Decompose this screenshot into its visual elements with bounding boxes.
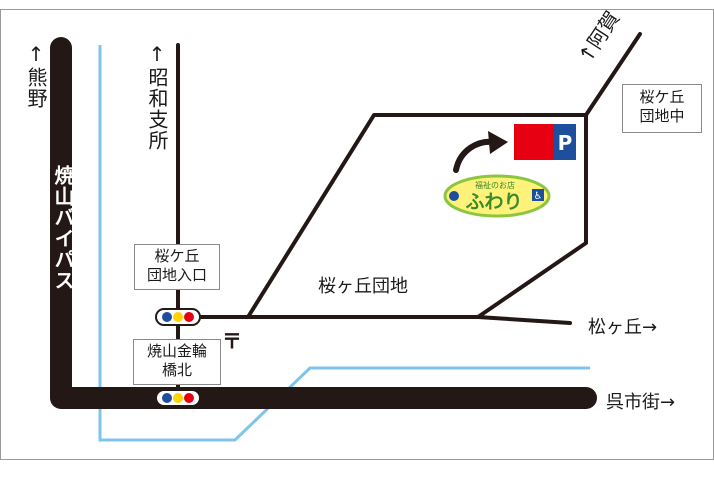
shop-building (514, 124, 554, 160)
road-label-kure-city: 呉市街→ (606, 392, 676, 413)
place-box-sakuragaoka-entrance: 桜ケ丘 団地入口 (134, 244, 220, 290)
shop-badge (443, 174, 551, 218)
curved-arrow-head-icon (488, 131, 508, 154)
place-box-sakuragaoka-center: 桜ケ丘 団地中 (622, 84, 702, 133)
road-label-matsugaoka: 松ヶ丘→ (588, 317, 658, 338)
river (98, 45, 590, 442)
matsugaoka-road (476, 315, 572, 325)
map-frame (0, 9, 714, 460)
signal-lower (155, 389, 201, 407)
road-label-kumano: ↑熊野 (24, 42, 48, 109)
post-office-icon: 〒 (222, 329, 242, 353)
road-label-showa-branch: ↑昭和支所 (145, 42, 169, 151)
major-roads (50, 37, 597, 409)
signal-upper (155, 308, 201, 326)
svg-text:♿: ♿ (534, 191, 543, 202)
place-box-yakeyama-kanawa: 焼山金輪 橋北 (133, 339, 221, 385)
badge-flower-icon (449, 191, 459, 201)
yakeyama-bypass-road (50, 37, 597, 409)
shop-name: ふわり (465, 191, 522, 213)
parking-icon: P (558, 131, 573, 155)
parking-lot (554, 124, 576, 160)
area-label-sakuragaoka-danchi: 桜ヶ丘団地 (318, 276, 408, 297)
shop-tagline: 福祉のお店 (475, 180, 515, 190)
wheelchair-icon (532, 189, 544, 201)
road-label-yakeyama-bypass: 焼山バイパス (51, 165, 75, 291)
danchi-road-loop (246, 113, 588, 319)
aga-road (584, 32, 642, 117)
